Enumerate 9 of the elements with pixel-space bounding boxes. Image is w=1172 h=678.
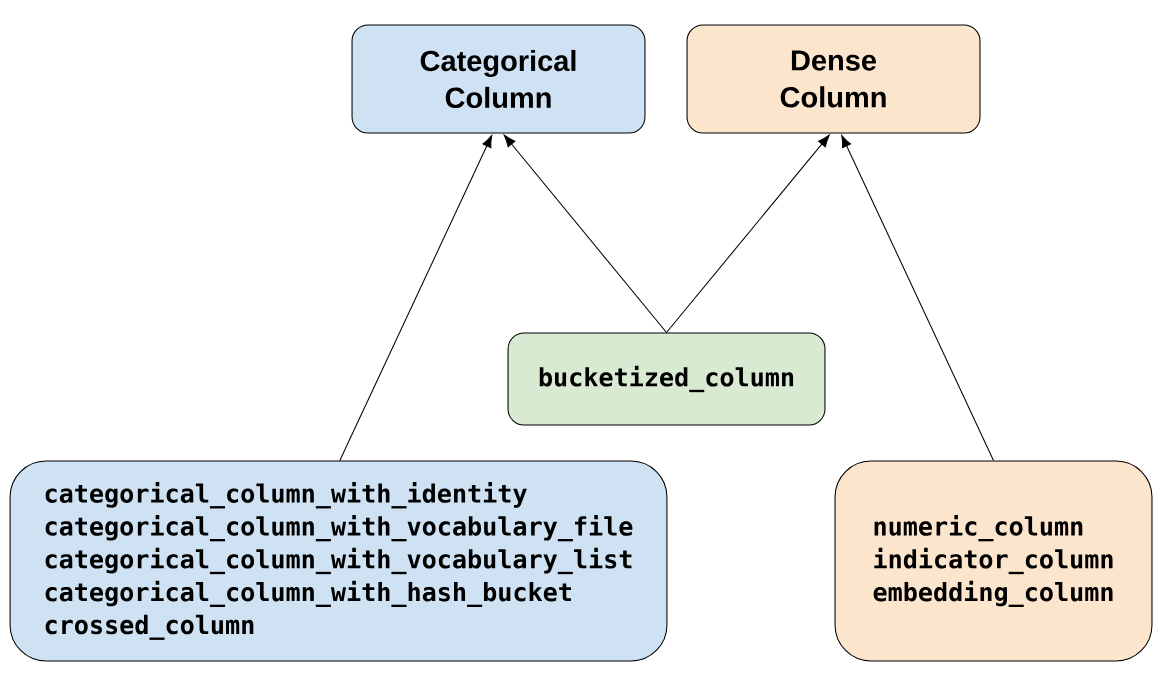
function-list-box: numeric_column indicator_column embedding_column <box>834 460 1153 662</box>
arrow <box>841 134 995 461</box>
function-list-box: categorical_column_with_identity categorical_column_with_vocabulary_file categorical_column_with_vocabulary_list categorical_column_with_hash_bucket crossed_column <box>9 460 668 662</box>
class-box: Dense Column <box>686 24 981 134</box>
function-box: bucketized_column <box>507 332 826 426</box>
class-box: Categorical Column <box>351 24 646 134</box>
arrow <box>666 134 830 333</box>
arrow <box>339 134 493 461</box>
arrow <box>503 134 668 333</box>
